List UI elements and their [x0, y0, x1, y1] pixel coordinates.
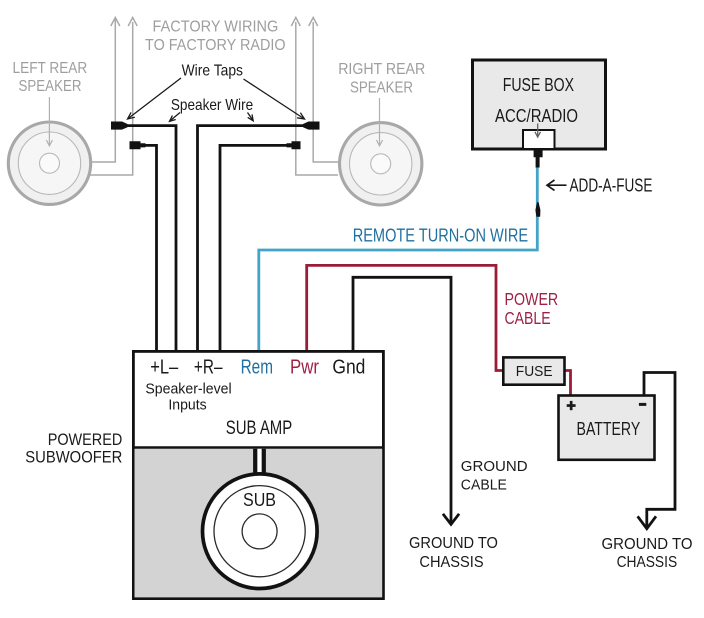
svg-text:FUSE BOX: FUSE BOX [503, 75, 574, 95]
svg-text:CABLE: CABLE [461, 477, 507, 494]
svg-text:ADD-A-FUSE: ADD-A-FUSE [570, 176, 653, 196]
svg-text:+R–: +R– [194, 357, 223, 379]
svg-text:GROUND TO: GROUND TO [602, 536, 693, 553]
svg-text:SUB: SUB [243, 489, 276, 510]
svg-text:SUB AMP: SUB AMP [226, 418, 293, 439]
svg-text:Inputs: Inputs [168, 397, 206, 414]
svg-text:CHASSIS: CHASSIS [419, 554, 483, 571]
svg-text:Speaker Wire: Speaker Wire [171, 97, 253, 114]
svg-text:GROUND: GROUND [461, 458, 528, 475]
svg-text:SPEAKER: SPEAKER [350, 79, 413, 96]
svg-text:FACTORY WIRING: FACTORY WIRING [153, 19, 279, 36]
svg-text:Speaker-level: Speaker-level [145, 381, 231, 398]
svg-text:SPEAKER: SPEAKER [19, 78, 82, 95]
svg-text:+L–: +L– [150, 357, 179, 379]
svg-text:POWER: POWER [505, 289, 559, 309]
svg-text:CHASSIS: CHASSIS [617, 554, 678, 571]
svg-text:FUSE: FUSE [516, 363, 553, 380]
svg-text:TO FACTORY RADIO: TO FACTORY RADIO [145, 37, 286, 54]
svg-text:RIGHT REAR: RIGHT REAR [338, 61, 425, 78]
svg-text:POWERED: POWERED [48, 430, 123, 449]
svg-text:REMOTE TURN-ON WIRE: REMOTE TURN-ON WIRE [353, 226, 528, 246]
svg-text:Pwr: Pwr [290, 357, 319, 379]
svg-text:GROUND TO: GROUND TO [409, 535, 498, 552]
svg-text:LEFT REAR: LEFT REAR [13, 60, 88, 77]
svg-text:SUBWOOFER: SUBWOOFER [25, 448, 122, 467]
svg-text:Gnd: Gnd [332, 357, 365, 379]
svg-text:ACC/RADIO: ACC/RADIO [495, 106, 578, 126]
svg-text:Wire Taps: Wire Taps [182, 63, 243, 80]
svg-text:CABLE: CABLE [505, 308, 551, 328]
svg-text:Rem: Rem [241, 357, 273, 379]
svg-text:BATTERY: BATTERY [577, 419, 641, 439]
